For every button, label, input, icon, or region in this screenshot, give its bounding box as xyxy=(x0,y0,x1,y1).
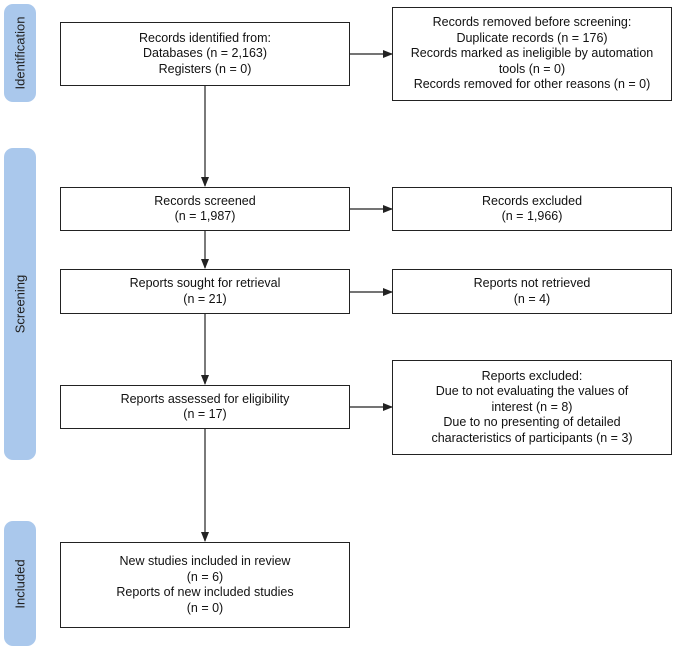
box-reports-excluded: Reports excluded: Due to not evaluating … xyxy=(392,360,672,455)
identified-line-1: Records identified from: xyxy=(138,30,271,45)
phase-screening: Screening xyxy=(4,148,36,460)
removed-line-3: Records marked as ineligible by automati… xyxy=(410,46,654,61)
reports-excluded-line-4: Due to no presenting of detailed xyxy=(443,415,621,430)
removed-line-4: tools (n = 0) xyxy=(498,61,566,76)
assessed-line-1: Reports assessed for eligibility xyxy=(120,391,290,406)
box-records-excluded: Records excluded (n = 1,966) xyxy=(392,187,672,231)
included-line-1: New studies included in review xyxy=(119,554,291,568)
box-reports-assessed: Reports assessed for eligibility (n = 17… xyxy=(60,385,350,429)
screened-line-1: Records screened xyxy=(154,193,256,208)
assessed-line-2: (n = 17) xyxy=(183,407,227,421)
included-line-3: Reports of new included studies xyxy=(116,585,294,599)
sought-line-1: Reports sought for retrieval xyxy=(129,276,281,290)
included-line-2: (n = 6) xyxy=(186,569,224,584)
excluded-line-2: (n = 1,966) xyxy=(501,209,563,223)
included-line-4: (n = 0) xyxy=(186,600,224,615)
box-studies-included: New studies included in review (n = 6) R… xyxy=(60,542,350,628)
sought-line-2: (n = 21) xyxy=(183,291,227,306)
box-records-removed: Records removed before screening: Duplic… xyxy=(392,7,672,101)
not-retrieved-line-1: Reports not retrieved xyxy=(473,276,591,290)
reports-excluded-line-2: Due to not evaluating the values of xyxy=(435,384,629,399)
phase-included: Included xyxy=(4,521,36,646)
box-records-screened: Records screened (n = 1,987) xyxy=(60,187,350,231)
identified-line-3: Registers (n = 0) xyxy=(158,61,252,76)
reports-excluded-line-5: characteristics of participants (n = 3) xyxy=(431,430,633,445)
removed-line-2: Duplicate records (n = 176) xyxy=(456,30,608,45)
screened-line-2: (n = 1,987) xyxy=(174,209,236,223)
phase-identification: Identification xyxy=(4,4,36,102)
box-reports-not-retrieved: Reports not retrieved (n = 4) xyxy=(392,269,672,314)
removed-line-1: Records removed before screening: xyxy=(432,15,632,30)
box-records-identified: Records identified from: Databases (n = … xyxy=(60,22,350,86)
excluded-line-1: Records excluded xyxy=(481,193,583,208)
identified-line-2: Databases (n = 2,163) xyxy=(142,46,268,61)
box-reports-sought: Reports sought for retrieval (n = 21) xyxy=(60,269,350,314)
reports-excluded-line-1: Reports excluded: xyxy=(481,368,583,383)
not-retrieved-line-2: (n = 4) xyxy=(513,291,551,306)
reports-excluded-line-3: interest (n = 8) xyxy=(491,399,573,414)
removed-line-5: Records removed for other reasons (n = 0… xyxy=(413,77,651,92)
